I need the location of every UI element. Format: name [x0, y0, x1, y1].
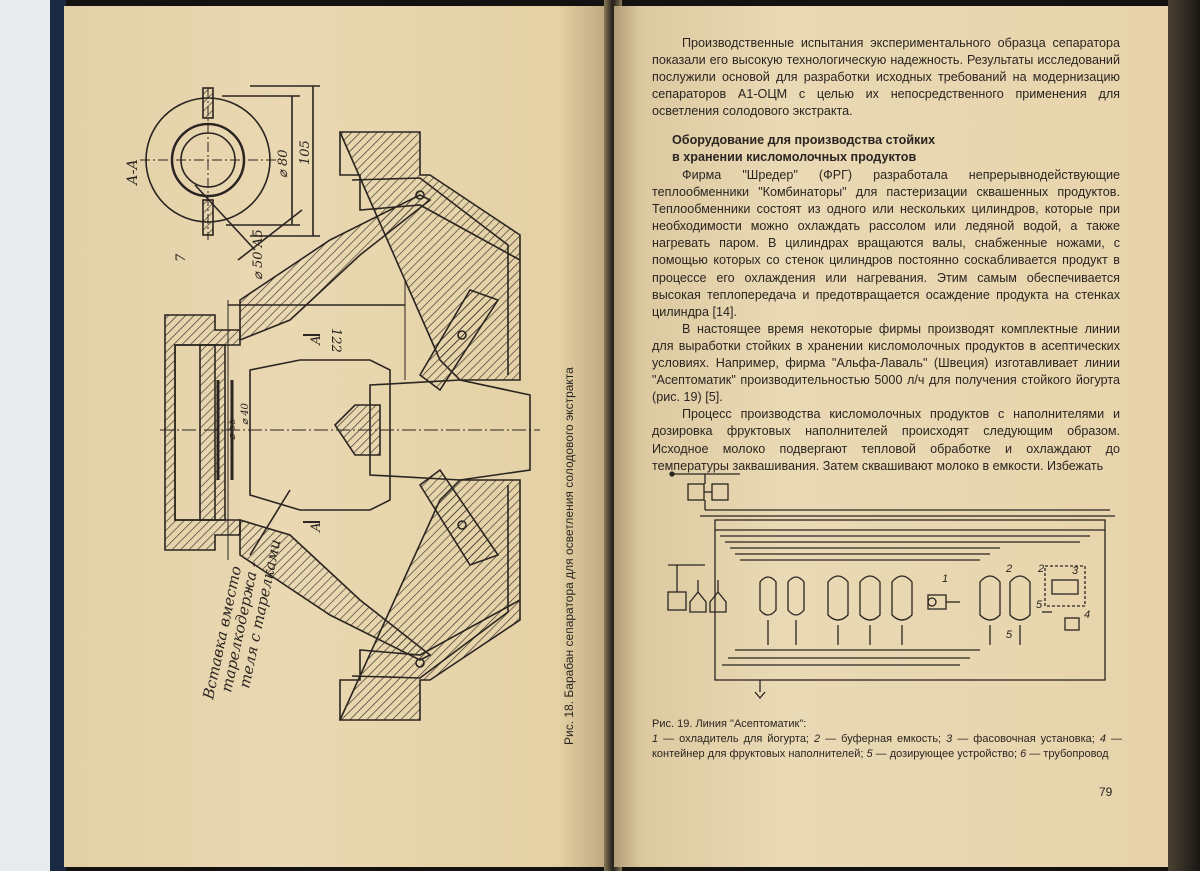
section-heading-line2: в хранении кисломолочных продуктов	[672, 150, 917, 164]
paragraph-2: В настоящее время некоторые фирмы произв…	[652, 321, 1120, 405]
legend-text-3: — фасовочная установка;	[952, 733, 1095, 745]
fig19-label-5a: 5	[1036, 599, 1043, 611]
figure18-caption: Рис. 18. Барабан сепаратора для осветлен…	[562, 367, 576, 745]
legend-num-4: 4	[1099, 733, 1106, 745]
fig19-label-4: 4	[1084, 609, 1090, 621]
figure19-aseptomatic-schematic: 1 2 2 3 4 5 5	[667, 471, 1115, 700]
right-page	[614, 6, 1170, 867]
page-number: 79	[1099, 785, 1113, 799]
legend-num-3: 3	[946, 733, 953, 745]
paragraph-3: Процесс производства кисломолочных проду…	[652, 407, 1120, 473]
legend-text-5: — дозирующее устройство;	[872, 748, 1021, 760]
dim-phi55: ⌀ 55	[227, 418, 238, 440]
dim-122: 122	[328, 328, 343, 353]
figure19-legend: 1 — охладитель для йогурта; 2 — буферная…	[652, 732, 1122, 762]
figure19-caption-title: Рис. 19. Линия "Асептоматик":	[652, 718, 807, 730]
section-label: А-А	[125, 159, 141, 185]
legend-text-1: — охладитель для йогурта;	[658, 733, 815, 745]
dim-phi40: ⌀ 40	[240, 402, 251, 425]
book-edge-left	[50, 0, 66, 871]
section-aa-view	[140, 85, 320, 251]
section-heading: Оборудование для производства стойких в …	[672, 132, 1092, 166]
legend-num-5: 5	[866, 748, 873, 760]
scan-background-left	[0, 0, 55, 871]
figure18-separator-drawing: ⌀ 80 105 ⌀ 50 А5 7 122 ⌀ 55 ⌀ 40 А А Вст…	[140, 85, 540, 721]
legend-text-6: — трубопровод	[1026, 748, 1109, 760]
section-heading-line1: Оборудование для производства стойких	[672, 133, 936, 147]
legend-num-2: 2	[814, 733, 821, 745]
intro-paragraph: Производственные испытания экспериментал…	[652, 36, 1120, 119]
legend-text-4: — контейнер для фруктовых наполнителей;	[652, 733, 1122, 760]
section-mark-a-bottom: А	[309, 522, 324, 533]
dim-phi50: ⌀ 50 А5	[251, 229, 266, 280]
figure19-caption: Рис. 19. Линия "Асептоматик": 1 — охлади…	[652, 717, 1122, 762]
legend-text-2: — буферная емкость;	[820, 733, 947, 745]
fig19-label-2a: 2	[1005, 563, 1012, 575]
scan-background-right	[1168, 0, 1200, 871]
fig19-label-1: 1	[942, 573, 948, 585]
fig19-label-3: 3	[1072, 565, 1079, 577]
dim-7: 7	[174, 253, 189, 262]
paragraph-1: Фирма "Шредер" (ФРГ) разработала непреры…	[652, 168, 1120, 319]
dim-phi80: ⌀ 80	[276, 149, 291, 178]
legend-num-1: 1	[652, 733, 659, 745]
left-page	[64, 6, 612, 867]
separator-body	[160, 131, 540, 721]
fig19-label-5b: 5	[1006, 629, 1013, 641]
dim-105: 105	[298, 140, 313, 165]
fig19-label-2b: 2	[1037, 563, 1044, 575]
legend-num-6: 6	[1020, 748, 1027, 760]
section-mark-a-top: А	[309, 335, 324, 346]
